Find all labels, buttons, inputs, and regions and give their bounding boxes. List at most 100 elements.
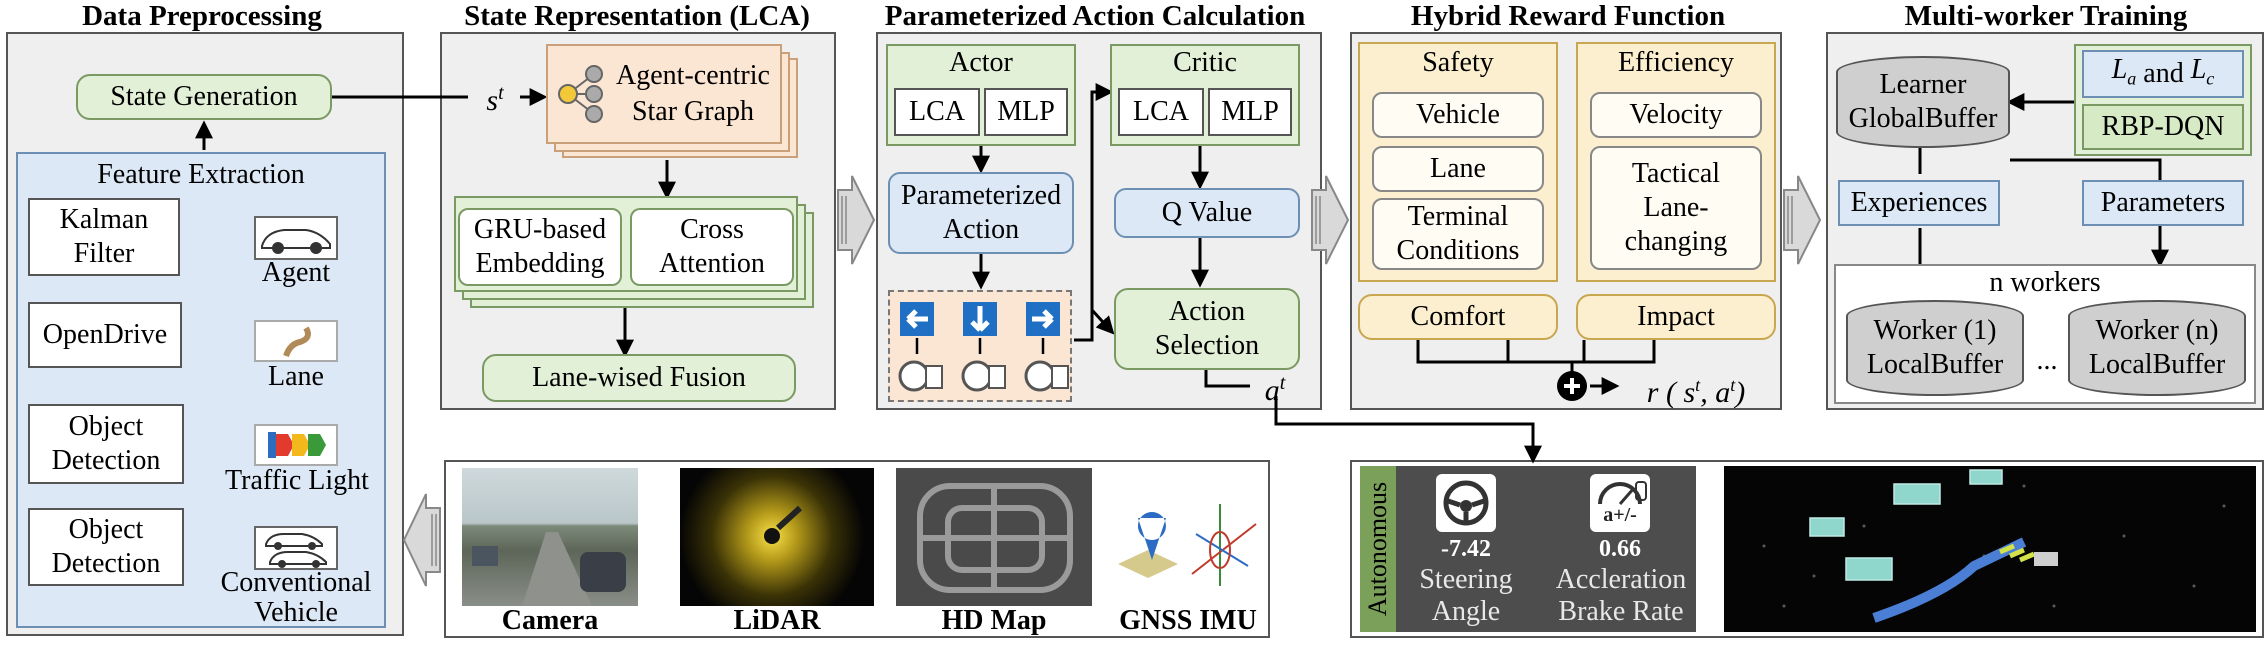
acceleration-label: Accleration Brake Rate [1540,564,1702,628]
arrow-bracket-to-critic [1074,83,1114,342]
detected-vehicle-box-3 [1845,557,1893,581]
camera-label: Camera [501,605,599,636]
efficiency-title: Efficiency [1617,47,1735,78]
steering-line1: Steering [1419,564,1513,595]
accel-param-icon-3 [1051,365,1069,389]
actor-lca-box: LCA [894,88,980,136]
kalman-filter-box: Kalman Filter [28,198,180,276]
steering-line2: Angle [1431,596,1501,627]
discrete-actions-icons [898,302,1069,392]
objdet1-line2: Detection [51,445,161,476]
reward-vehicle-box: Vehicle [1372,92,1544,138]
workers-ellipsis: ... [2036,345,2058,376]
conventional-line1: Conventional [220,567,372,598]
section-title-reward: Hybrid Reward Function [1410,0,1726,32]
rbp-dqn-box: RBP-DQN [2082,104,2244,150]
safety-title: Safety [1422,47,1494,78]
kalman-line1: Kalman [59,204,149,235]
cross-line2: Attention [659,248,765,279]
n-workers-title: n workers [1989,267,2101,298]
objdet1-line1: Object [68,411,144,442]
conventional-vehicle-label: Conventional Vehicle [196,568,396,628]
gnss-pin-icon [1118,512,1178,578]
reward-terminal-box: Terminal Conditions [1372,198,1544,270]
cross-attention-box: Cross Attention [630,208,794,286]
gru-embedding-box: GRU-based Embedding [458,208,622,286]
action-a: a [1264,374,1280,407]
state-t: t [498,82,504,104]
loss-sub-c: c [2206,68,2215,89]
arrow-at-to-autonomous [1274,396,1542,464]
star-graph-icon [558,65,603,123]
workern-line2: LocalBuffer [2088,349,2226,380]
param-line2: Action [942,214,1020,245]
section-title-preprocessing: Data Preprocessing [82,0,322,32]
gru-line1: GRU-based [473,214,607,245]
state-input-label: st [470,78,520,116]
lidar-image [680,468,874,606]
lane-label: Lane [268,361,324,392]
objdet2-line1: Object [68,514,144,545]
block-arrow-action-to-reward [1311,175,1350,265]
accel-icon-text: a+/- [1603,504,1637,526]
accel-line1: Accleration [1555,564,1687,595]
parameters-box: Parameters [2082,180,2244,226]
conventional-line2: Vehicle [254,597,338,628]
hd-map-image [896,468,1092,606]
agent-car-icon [254,216,338,260]
loss-sub-a: a [2127,68,2137,89]
parameterized-action-box: Parameterized Action [888,172,1074,254]
loss-L-c: L [2190,53,2207,85]
accel-line2: Brake Rate [1558,596,1684,627]
acceleration-icon: a+/- [1590,474,1650,532]
accel-param-icon-2 [988,365,1006,389]
block-arrow-reward-to-training [1783,175,1822,265]
loss-lc: Lc [2191,53,2215,96]
discrete-actions-panel [888,290,1072,402]
gru-line2: Embedding [475,248,605,279]
worker1-line2: LocalBuffer [1866,349,2004,380]
object-detection-box-2: Object Detection [28,508,184,586]
loss-and: and [2143,58,2184,89]
loss-la: La [2112,53,2137,96]
accel-param-icon-1 [925,365,943,389]
gnss-imu-label: GNSS IMU [1119,605,1257,636]
feature-extraction-title: Feature Extraction [97,159,305,190]
acceleration-value: 0.66 [1599,536,1641,562]
selection-line2: Selection [1154,330,1260,361]
formula-a: a [1715,376,1731,409]
star-line1: Agent-centric [616,60,770,91]
action-output-label: at [1252,368,1298,406]
tactical-line1: Tactical [1631,158,1721,189]
steering-wheel-icon [1436,474,1496,532]
star-graph-box: Agent-centric Star Graph [546,44,782,144]
experiences-box: Experiences [1838,180,2000,226]
steering-label: Steering Angle [1396,564,1536,628]
detected-vehicle-box-4 [1969,469,2003,485]
arrow-bracket-to-selection [1090,308,1115,335]
traffic-light-label: Traffic Light [225,465,369,496]
section-title-action: Parameterized Action Calculation [884,0,1306,32]
formula-t1: t [1695,375,1701,395]
formula-r: r [1646,376,1659,409]
ego-vehicle-marker [2034,552,2058,566]
steering-param-icon-2 [961,360,993,392]
lidar-label: LiDAR [733,605,821,636]
terminal-line2: Conditions [1396,235,1520,266]
object-detection-box-1: Object Detection [28,404,184,484]
action-t: t [1279,372,1286,394]
tactical-line3: changing [1624,226,1728,257]
lidar-scene-view [1724,466,2256,632]
traffic-light-icon [254,424,338,466]
steering-param-icon-3 [1024,360,1056,392]
lane-icon [254,320,338,362]
formula-s: s [1683,376,1696,409]
detected-vehicle-box-2 [1893,483,1941,505]
reward-tactical-box: Tactical Lane- changing [1590,146,1762,270]
block-arrow-state-to-action [837,175,876,265]
critic-lca-box: LCA [1118,88,1204,136]
formula-t2: t [1730,375,1736,395]
objdet2-line2: Detection [51,548,161,579]
param-line1: Parameterized [900,180,1062,211]
gnss-imu-image [1108,494,1268,598]
